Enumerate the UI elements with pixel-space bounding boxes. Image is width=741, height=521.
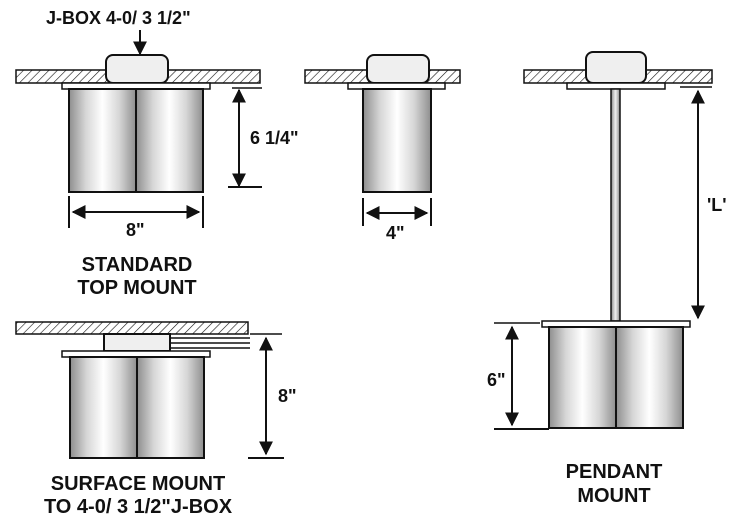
junction-box [105, 54, 169, 84]
length-label: 'L' [707, 195, 727, 215]
fixture-can-left [68, 88, 137, 193]
fixture-can-right [615, 326, 684, 429]
fixture-can-left [548, 326, 617, 429]
fixture-can-right [136, 356, 205, 459]
width-label: 8" [126, 220, 145, 240]
ceiling-hatch [15, 321, 249, 335]
width-label: 4" [386, 223, 405, 243]
standard-title-line2: TOP MOUNT [77, 277, 196, 299]
surface-title-line1: SURFACE MOUNT [51, 473, 225, 495]
pendant-stem [610, 88, 621, 322]
pendant-mount: 'L' 6" PENDANT MOUNT [487, 51, 727, 507]
surface-mount: 8" SURFACE MOUNT TO 4-0/ 3 1/2"J-BOX [15, 321, 297, 518]
fixture-can [362, 88, 432, 193]
junction-box [366, 54, 430, 84]
junction-box [585, 51, 647, 84]
jbox-label: J-BOX 4-0/ 3 1/2" [46, 8, 191, 28]
height-label: 6" [487, 370, 506, 390]
pendant-title-line1: PENDANT [566, 461, 663, 483]
height-label: 6 1/4" [250, 128, 299, 148]
junction-box [103, 333, 171, 352]
standard-top-mount: J-BOX 4-0/ 3 1/2" 6 1/4" 8" STANDARD TOP… [15, 8, 299, 299]
standard-title-line1: STANDARD [82, 254, 193, 276]
height-label: 8" [278, 386, 297, 406]
fixture-can-right [135, 88, 204, 193]
fixture-can-left [69, 356, 138, 459]
small-top-mount: 4" [304, 54, 461, 243]
pendant-title-line2: MOUNT [577, 485, 650, 507]
surface-title-line2: TO 4-0/ 3 1/2"J-BOX [44, 496, 233, 518]
canopy [566, 82, 666, 90]
